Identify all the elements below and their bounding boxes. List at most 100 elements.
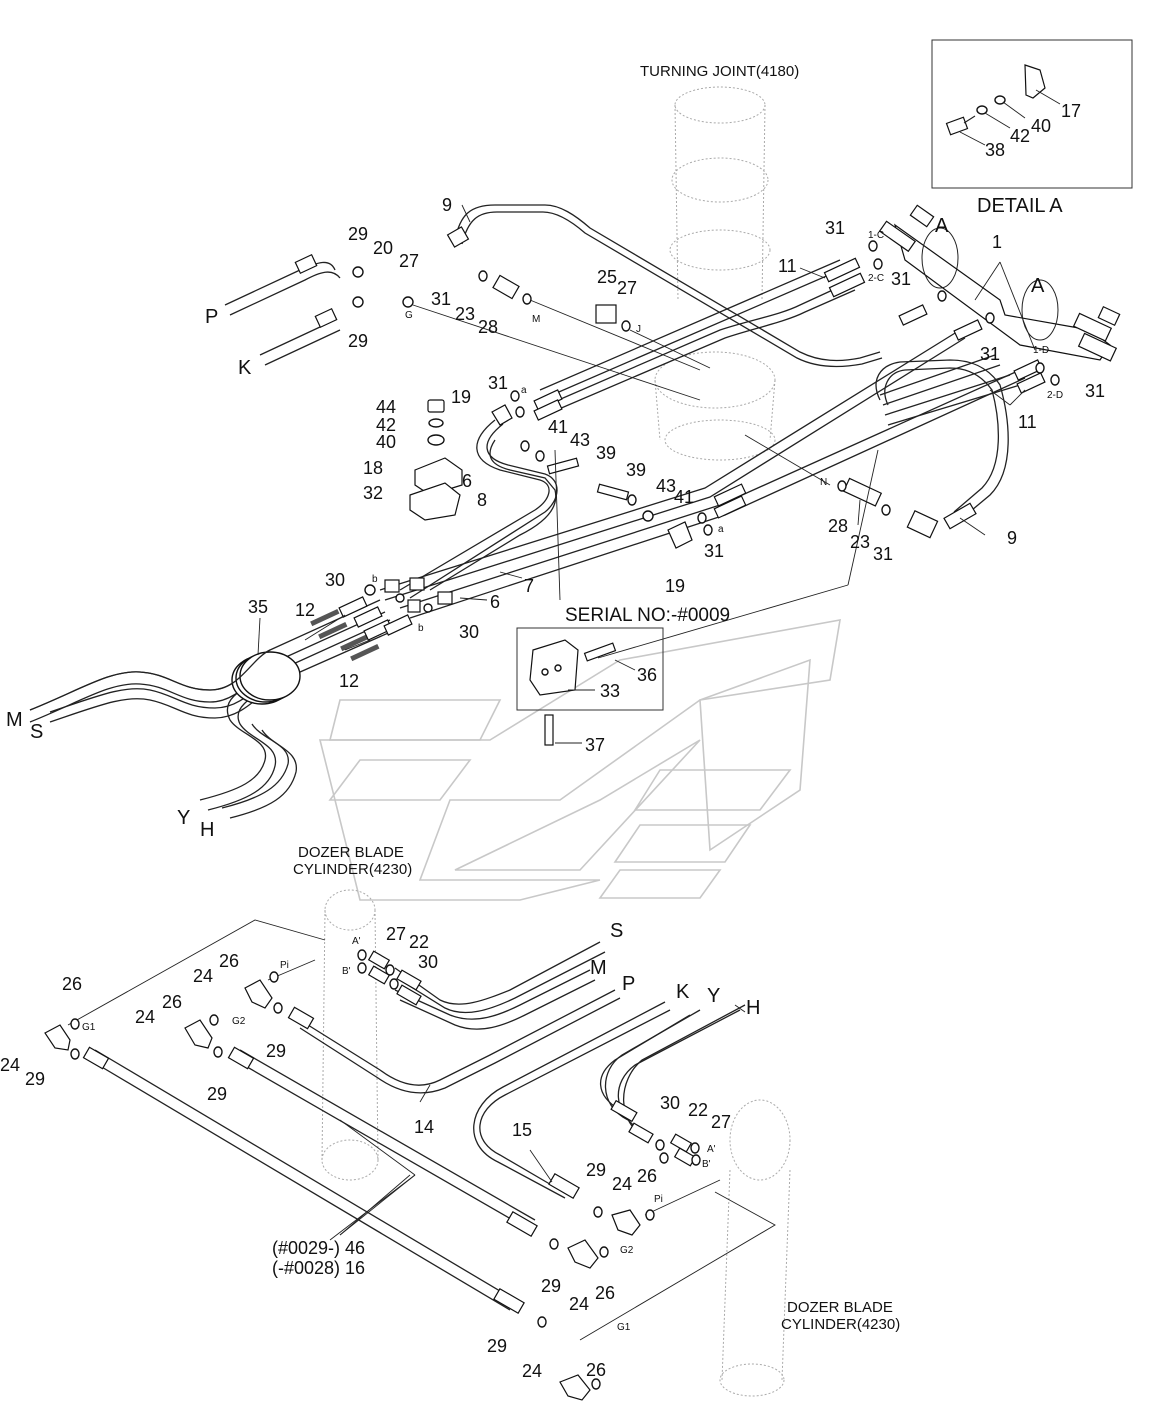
detail-a-parts <box>945 64 1061 146</box>
svg-text:39: 39 <box>596 443 616 463</box>
svg-text:11: 11 <box>778 256 797 276</box>
svg-text:26: 26 <box>162 992 182 1012</box>
svg-text:G1: G1 <box>617 1322 631 1333</box>
detail-a-box <box>931 39 1133 189</box>
svg-text:26: 26 <box>586 1360 606 1380</box>
svg-text:G2: G2 <box>232 1016 246 1027</box>
port-k-upper: K <box>238 357 252 379</box>
svg-text:29: 29 <box>25 1069 45 1089</box>
port-p-lower: P <box>622 973 635 995</box>
svg-text:b: b <box>372 574 378 585</box>
port-y-upper: Y <box>177 807 190 829</box>
svg-text:23: 23 <box>850 532 870 552</box>
svg-text:29: 29 <box>586 1160 606 1180</box>
svg-text:29: 29 <box>266 1041 286 1061</box>
svg-text:29: 29 <box>348 331 368 351</box>
svg-text:6: 6 <box>490 592 500 612</box>
svg-text:27: 27 <box>399 251 419 271</box>
port-h-upper: H <box>200 819 214 841</box>
svg-text:31: 31 <box>980 344 1000 364</box>
svg-text:44: 44 <box>376 397 396 417</box>
variant-label-16: (-#0028) 16 <box>272 1258 365 1278</box>
detail-marker-a-1: A <box>935 215 949 237</box>
svg-text:41: 41 <box>674 487 694 507</box>
svg-text:B': B' <box>342 966 351 977</box>
svg-text:19: 19 <box>451 387 471 407</box>
svg-text:23: 23 <box>455 304 475 324</box>
svg-text:9: 9 <box>1007 528 1017 548</box>
svg-text:38: 38 <box>985 140 1005 160</box>
turning-joint-ghost <box>654 86 776 461</box>
svg-text:19: 19 <box>665 576 685 596</box>
svg-text:14: 14 <box>414 1117 434 1137</box>
svg-text:39: 39 <box>626 460 646 480</box>
port-y-lower: Y <box>707 985 720 1007</box>
svg-text:42: 42 <box>1010 126 1030 146</box>
svg-text:31: 31 <box>1085 381 1105 401</box>
dozer-cylinder-ghost-left <box>321 889 379 1181</box>
svg-text:Pi: Pi <box>654 1194 663 1205</box>
svg-text:A': A' <box>352 936 361 947</box>
port-s-lower: S <box>610 920 623 942</box>
svg-text:31: 31 <box>825 218 845 238</box>
svg-text:24: 24 <box>193 966 213 986</box>
dozer-cylinder-label-top-2: CYLINDER(4230) <box>293 861 412 878</box>
svg-text:31: 31 <box>704 541 724 561</box>
dozer-cylinder-label-bottom-2: CYLINDER(4230) <box>781 1316 900 1333</box>
svg-text:31: 31 <box>891 269 911 289</box>
svg-text:30: 30 <box>459 622 479 642</box>
dozer-cylinder-label-bottom-1: DOZER BLADE <box>787 1299 893 1316</box>
svg-text:18: 18 <box>363 458 383 478</box>
svg-text:a: a <box>521 385 527 396</box>
svg-text:9: 9 <box>442 195 452 215</box>
svg-text:42: 42 <box>376 415 396 435</box>
svg-text:41: 41 <box>548 417 568 437</box>
svg-text:25: 25 <box>597 267 617 287</box>
svg-text:37: 37 <box>585 735 605 755</box>
svg-text:31: 31 <box>873 544 893 564</box>
detail-a-title: DETAIL A <box>977 195 1063 217</box>
variant-label-46: (#0029-) 46 <box>272 1238 365 1258</box>
port-m-upper: M <box>6 709 23 731</box>
svg-text:35: 35 <box>248 597 268 617</box>
svg-text:17: 17 <box>1061 101 1081 121</box>
dozer-cylinder-label-top-1: DOZER BLADE <box>298 844 404 861</box>
turning-joint-label: TURNING JOINT(4180) <box>640 63 799 80</box>
labels: TURNING JOINT(4180) DETAIL A SERIAL NO:-… <box>0 63 1105 1381</box>
svg-text:G: G <box>405 310 413 321</box>
svg-text:26: 26 <box>219 951 239 971</box>
svg-text:27: 27 <box>617 278 637 298</box>
svg-text:2-C: 2-C <box>868 273 884 284</box>
svg-text:20: 20 <box>373 238 393 258</box>
svg-text:28: 28 <box>478 317 498 337</box>
svg-text:24: 24 <box>0 1055 20 1075</box>
svg-text:30: 30 <box>418 952 438 972</box>
svg-text:26: 26 <box>62 974 82 994</box>
svg-text:2-D: 2-D <box>1047 390 1063 401</box>
port-m-lower: M <box>590 957 607 979</box>
svg-text:6: 6 <box>462 471 472 491</box>
port-s-upper: S <box>30 721 43 743</box>
svg-text:24: 24 <box>569 1294 589 1314</box>
svg-text:1: 1 <box>992 232 1002 252</box>
serial-box <box>516 627 664 711</box>
svg-text:29: 29 <box>541 1276 561 1296</box>
svg-text:G1: G1 <box>82 1022 96 1033</box>
svg-text:32: 32 <box>363 483 383 503</box>
port-p-upper: P <box>205 306 218 328</box>
svg-text:1-C: 1-C <box>868 230 884 241</box>
svg-text:B': B' <box>702 1159 711 1170</box>
watermark-logo <box>318 619 841 901</box>
svg-text:31: 31 <box>431 289 451 309</box>
upper-piping <box>29 204 1121 819</box>
port-k-lower: K <box>676 981 690 1003</box>
svg-text:M: M <box>532 314 540 325</box>
svg-text:26: 26 <box>637 1166 657 1186</box>
svg-text:24: 24 <box>135 1007 155 1027</box>
svg-text:11: 11 <box>1018 412 1037 432</box>
detail-marker-a-2: A <box>1031 275 1045 297</box>
svg-text:27: 27 <box>386 924 406 944</box>
svg-text:a: a <box>718 524 724 535</box>
svg-text:30: 30 <box>325 570 345 590</box>
